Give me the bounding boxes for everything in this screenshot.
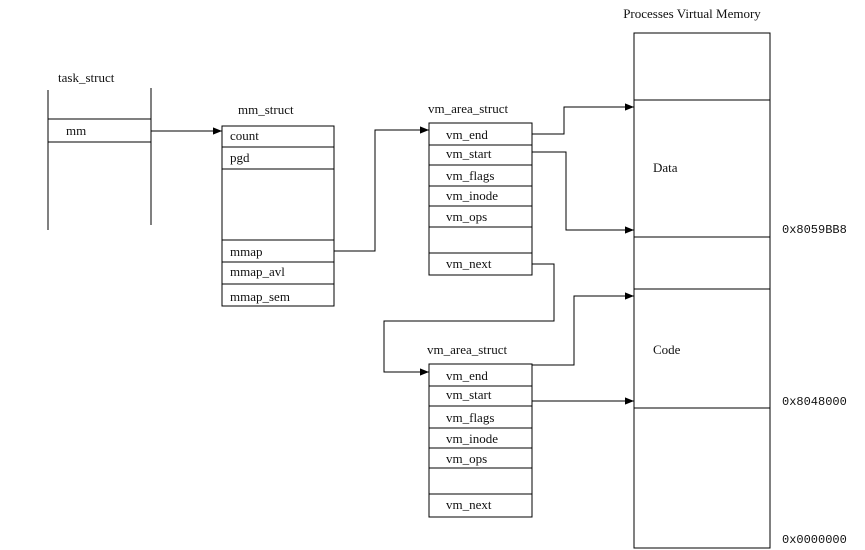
- mm-field-mmap: mmap: [230, 244, 263, 259]
- mm-field-mmap-avl: mmap_avl: [230, 264, 285, 279]
- code-region-label: Code: [653, 342, 681, 357]
- vm2-field-vm-end: vm_end: [446, 368, 488, 383]
- vm2-field-vm-inode: vm_inode: [446, 431, 498, 446]
- address-zero: 0x0000000: [782, 533, 847, 547]
- vm-area-2-title: vm_area_struct: [427, 342, 508, 357]
- vm1-field-vm-end: vm_end: [446, 127, 488, 142]
- mmap-pointer-arrow: [334, 126, 429, 252]
- vm-next-arrow: [383, 263, 555, 376]
- vm-area-1-box: [428, 122, 533, 276]
- data-region-label: Data: [653, 160, 678, 175]
- task-struct-mm-field: mm: [66, 123, 86, 138]
- vm1-end-arrow: [532, 103, 634, 135]
- mm-field-count: count: [230, 128, 259, 143]
- task-struct-title: task_struct: [58, 70, 115, 85]
- mm-field-pgd: pgd: [230, 150, 250, 165]
- vm1-field-vm-start: vm_start: [446, 146, 492, 161]
- mm-struct-box: [221, 125, 335, 307]
- vm1-field-vm-ops: vm_ops: [446, 209, 487, 224]
- memory-column: [633, 32, 771, 549]
- vm1-field-vm-inode: vm_inode: [446, 188, 498, 203]
- vm2-field-vm-ops: vm_ops: [446, 451, 487, 466]
- memory-title: Processes Virtual Memory: [623, 6, 761, 21]
- vm2-field-vm-next: vm_next: [446, 497, 492, 512]
- mm-field-mmap-sem: mmap_sem: [230, 289, 290, 304]
- vm-area-1-title: vm_area_struct: [428, 101, 509, 116]
- address-data-start: 0x8059BB8: [782, 223, 847, 237]
- mm-struct-title: mm_struct: [238, 102, 294, 117]
- vm-area-2-box: [428, 363, 533, 518]
- vm1-start-arrow: [532, 151, 634, 234]
- address-code-start: 0x8048000: [782, 395, 847, 409]
- vm1-field-vm-next: vm_next: [446, 256, 492, 271]
- vm2-field-vm-flags: vm_flags: [446, 410, 494, 425]
- vm1-field-vm-flags: vm_flags: [446, 168, 494, 183]
- vm2-end-arrow: [532, 292, 634, 366]
- vm2-field-vm-start: vm_start: [446, 387, 492, 402]
